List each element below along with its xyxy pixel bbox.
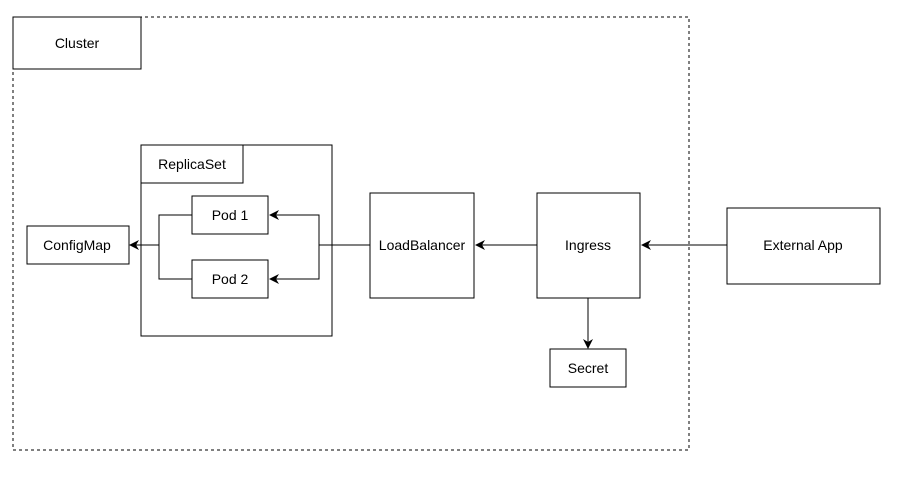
secret-label: Secret	[568, 360, 609, 376]
external-app-node[interactable]: External App	[726, 207, 881, 285]
ingress-label: Ingress	[565, 237, 611, 253]
external-app-label: External App	[763, 237, 843, 253]
pod2-label: Pod 2	[212, 271, 249, 287]
secret-node[interactable]: Secret	[549, 348, 627, 388]
edge-loadbalancer-to-pod1	[269, 210, 370, 246]
edge-pod2-to-configmap	[158, 245, 192, 280]
pod1-label: Pod 1	[212, 207, 249, 223]
loadbalancer-label: LoadBalancer	[379, 237, 466, 253]
replicaset-container[interactable]: ReplicaSet	[140, 144, 333, 337]
cluster-label: Cluster	[55, 35, 100, 51]
pod2-node[interactable]: Pod 2	[191, 259, 269, 299]
configmap-label: ConfigMap	[43, 237, 111, 253]
edge-loadbalancer-to-pod2	[269, 245, 320, 284]
edge-pod1-to-configmap	[129, 214, 192, 250]
configmap-node[interactable]: ConfigMap	[26, 225, 130, 265]
edges	[129, 210, 727, 349]
replicaset-label: ReplicaSet	[158, 156, 226, 172]
pod1-node[interactable]: Pod 1	[191, 195, 269, 235]
loadbalancer-node[interactable]: LoadBalancer	[369, 192, 475, 299]
ingress-node[interactable]: Ingress	[536, 192, 641, 299]
replicaset-label-box	[140, 144, 244, 184]
cluster-boundary	[12, 16, 690, 451]
cluster-label-box[interactable]: Cluster	[12, 16, 142, 70]
